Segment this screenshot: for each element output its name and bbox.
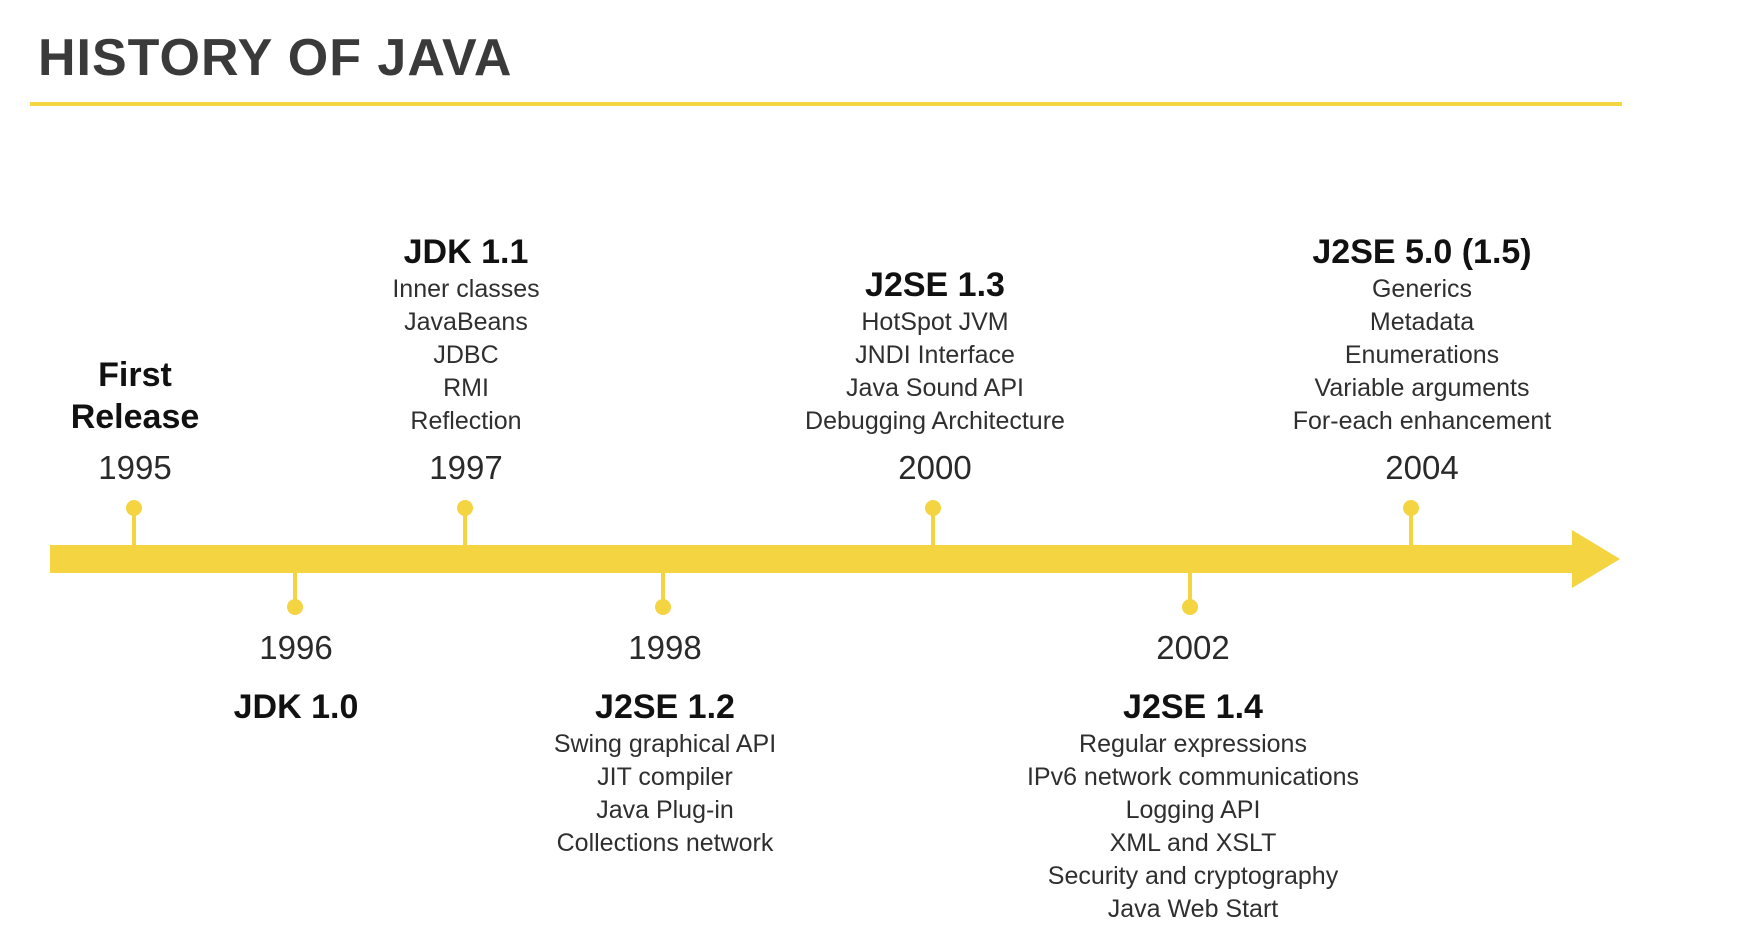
event-1996: 1996 JDK 1.0 [86,628,506,728]
event-year: 2000 [898,449,972,486]
event-feature: XML and XSLT [1109,829,1277,857]
event-2000: J2SE 1.3 HotSpot JVM JNDI Interface Java… [725,228,1145,488]
event-feature: Inner classes [392,275,540,303]
event-1995: First Release 1995 [0,228,345,488]
event-feature: Reflection [410,407,522,435]
event-year: 1995 [98,449,172,486]
event-name: First Release [0,354,345,438]
event-feature: JavaBeans [404,308,528,336]
event-year: 1998 [628,629,702,666]
event-feature: Java Sound API [846,374,1024,402]
timeline-arrowhead [1572,530,1620,588]
event-feature: For-each enhancement [1292,407,1552,435]
event-feature: Generics [1371,275,1473,303]
event-feature: Swing graphical API [553,730,777,758]
event-feature: Metadata [1369,308,1475,336]
event-feature: Java Plug-in [596,796,734,824]
event-feature: JNDI Interface [855,341,1015,369]
event-feature: HotSpot JVM [861,308,1009,336]
title-underline [30,102,1622,106]
timeline-marker-1998 [655,573,671,615]
event-feature: Variable arguments [1314,374,1530,402]
event-name: J2SE 1.4 [1123,688,1263,726]
event-1997: JDK 1.1 Inner classes JavaBeans JDBC RMI… [256,228,676,488]
event-2004: J2SE 5.0 (1.5) Generics Metadata Enumera… [1212,228,1632,488]
event-feature: Debugging Architecture [805,407,1065,435]
event-feature: Java Web Start [1107,895,1279,923]
timeline-marker-2000 [925,500,941,545]
timeline-marker-2004 [1403,500,1419,545]
marker-dot [287,599,303,615]
timeline-markers [126,500,1419,615]
event-1998: 1998 J2SE 1.2 Swing graphical API JIT co… [455,628,875,860]
timeline-marker-2002 [1182,573,1198,615]
event-feature: Enumerations [1344,341,1500,369]
timeline-bar [50,545,1580,573]
timeline-marker-1995 [126,500,142,545]
event-name: J2SE 5.0 (1.5) [1312,233,1532,271]
event-name: JDK 1.1 [403,233,529,271]
event-feature: Regular expressions [1079,730,1307,758]
event-name: J2SE 1.2 [595,688,735,726]
event-feature: JDBC [433,341,499,369]
event-year: 1997 [429,449,503,486]
timeline-marker-1996 [287,573,303,615]
marker-dot [457,500,473,516]
page-title: HISTORY OF JAVA [38,29,513,87]
event-name: JDK 1.0 [233,688,359,726]
marker-dot [655,599,671,615]
event-2002: 2002 J2SE 1.4 Regular expressions IPv6 n… [983,628,1403,926]
event-year: 1996 [259,629,333,666]
event-feature: Logging API [1125,796,1261,824]
marker-dot [925,500,941,516]
event-name-line: First [98,356,172,394]
event-feature: Collections network [556,829,774,857]
event-name-line: Release [70,398,200,436]
event-feature: Security and cryptography [1047,862,1339,890]
event-year: 2004 [1385,449,1459,486]
event-feature: RMI [443,374,489,402]
event-year: 2002 [1156,629,1230,666]
marker-dot [126,500,142,516]
event-feature: IPv6 network communications [1026,763,1360,791]
event-name: J2SE 1.3 [865,266,1005,304]
event-feature: JIT compiler [597,763,733,791]
marker-dot [1403,500,1419,516]
timeline-arrow [50,530,1620,588]
timeline-marker-1997 [457,500,473,545]
marker-dot [1182,599,1198,615]
